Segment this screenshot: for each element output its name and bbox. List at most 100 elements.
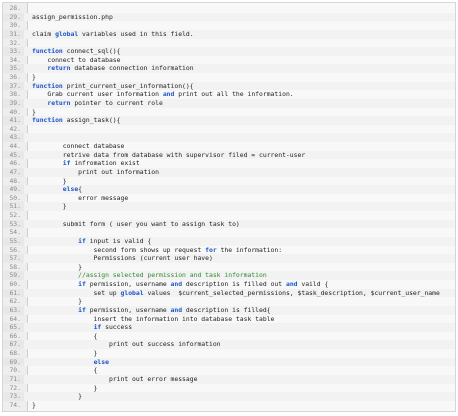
code-line: 55. if input is valid { [3, 236, 455, 246]
code-text: print out success information [32, 340, 221, 349]
code-line: 60. if permission, username and descript… [3, 280, 455, 289]
code-line: 28. [3, 4, 455, 13]
line-number: 49. [3, 185, 24, 194]
code-text: if input is valid { [78, 236, 152, 245]
line-number: 63. [3, 305, 24, 315]
line-number: 29. [3, 12, 24, 22]
code-line: 36.} [3, 73, 455, 82]
code-text: function assign_task(){ [32, 116, 121, 125]
line-number: 61. [3, 288, 24, 298]
code-text: if permission, username and description … [78, 280, 329, 288]
code-text: else [93, 357, 109, 366]
line-number: 59. [3, 271, 24, 280]
line-number: 38. [9, 90, 21, 99]
line-number: 73. [3, 392, 24, 401]
code-line: 58. } [3, 263, 455, 272]
code-line: 32. [3, 39, 455, 48]
code-line: 74.} [3, 401, 455, 410]
code-text: return database connection information [47, 64, 194, 73]
code-line: 72. } [3, 384, 455, 393]
line-number: 34. [9, 55, 21, 64]
code-text: } [32, 383, 98, 392]
line-number: 60. [9, 280, 21, 288]
code-text: connect database [32, 142, 125, 150]
code-text: } [32, 202, 67, 211]
code-line: 67. print out success information [3, 340, 455, 349]
code-line: 65. if success [3, 323, 455, 332]
code-line: 41.function assign_task(){ [3, 116, 455, 125]
code-text: submit form ( user you want to assign ta… [32, 219, 240, 228]
line-number: 47. [3, 167, 24, 177]
line-number: 69. [3, 357, 24, 367]
line-number: 66. [9, 331, 21, 340]
line-number: 56. [9, 245, 21, 254]
code-text: } [32, 107, 36, 116]
code-text: } [32, 73, 36, 81]
code-text: return pointer to current role [47, 98, 163, 107]
line-number: 35. [3, 64, 24, 73]
code-line: 30. [3, 21, 455, 30]
line-number: 68. [9, 349, 21, 357]
code-line: 46. if infromation exist [3, 159, 455, 168]
code-text: claim global variables used in this fiel… [32, 29, 194, 38]
code-line: 68. } [3, 349, 455, 358]
code-line: 49. else{ [3, 185, 455, 194]
code-line: 66. { [3, 332, 455, 341]
line-number: 71. [3, 374, 24, 384]
line-number: 48. [9, 176, 21, 185]
code-text: } [32, 392, 83, 401]
code-line: 48. } [3, 177, 455, 186]
code-text: connect to database [32, 55, 121, 64]
line-number: 55. [3, 236, 24, 246]
line-number: 45. [3, 150, 24, 160]
code-text: if permission, username and description … [78, 305, 271, 314]
code-line: 61. set up global values $current_select… [3, 288, 455, 298]
line-number: 51. [3, 202, 24, 211]
code-line: 38. Grab current user information and pr… [3, 90, 455, 99]
code-text: Permissions (current user have) [32, 254, 213, 263]
line-number: 37. [3, 81, 24, 91]
line-number: 30. [9, 21, 21, 30]
code-text: error message [32, 193, 129, 202]
line-number: 31. [3, 29, 24, 39]
line-number: 39. [3, 98, 24, 108]
line-number: 67. [3, 340, 24, 349]
line-number: 70. [9, 366, 21, 375]
line-number: 36. [9, 73, 21, 81]
code-line: 73. } [3, 392, 455, 401]
code-line: 53. submit form ( user you want to assig… [3, 219, 455, 229]
line-number: 40. [9, 107, 21, 116]
code-line: 54. [3, 228, 455, 237]
line-number: 58. [9, 262, 21, 271]
code-text: insert the information into database tas… [32, 314, 275, 323]
code-line: 39. return pointer to current role [3, 98, 455, 108]
code-text: print out error message [32, 374, 198, 383]
code-line: 69. else [3, 357, 455, 367]
code-line: 45. retrive data from database with supe… [3, 150, 455, 160]
code-line: 43. [3, 133, 455, 142]
code-text: } [32, 262, 83, 271]
code-text: set up global values $current_selected_p… [32, 288, 440, 297]
line-number: 62. [9, 297, 21, 306]
code-line: 29.assign_permission.php [3, 12, 455, 22]
code-line: 71. print out error message [3, 374, 455, 384]
code-text: } [32, 400, 36, 409]
code-text: //assign selected permission and task in… [32, 271, 267, 280]
code-text: Grab current user information and print … [32, 90, 294, 99]
code-line: 57. Permissions (current user have) [3, 254, 455, 263]
code-text: if infromation exist [62, 159, 140, 168]
line-number: 74. [9, 400, 21, 409]
code-text: second form shows up request for the inf… [32, 245, 283, 254]
line-number: 64. [9, 314, 21, 323]
code-text: function connect_sql(){ [32, 47, 121, 56]
code-text: function print_current_user_information(… [32, 81, 194, 90]
code-text: } [32, 176, 67, 185]
line-number: 28. [9, 4, 21, 12]
code-text: } [32, 349, 98, 357]
code-line: 59. //assign selected permission and tas… [3, 271, 455, 280]
line-number: 46. [9, 159, 21, 168]
code-line: 47. print out information [3, 167, 455, 177]
line-number: 44. [9, 142, 21, 150]
